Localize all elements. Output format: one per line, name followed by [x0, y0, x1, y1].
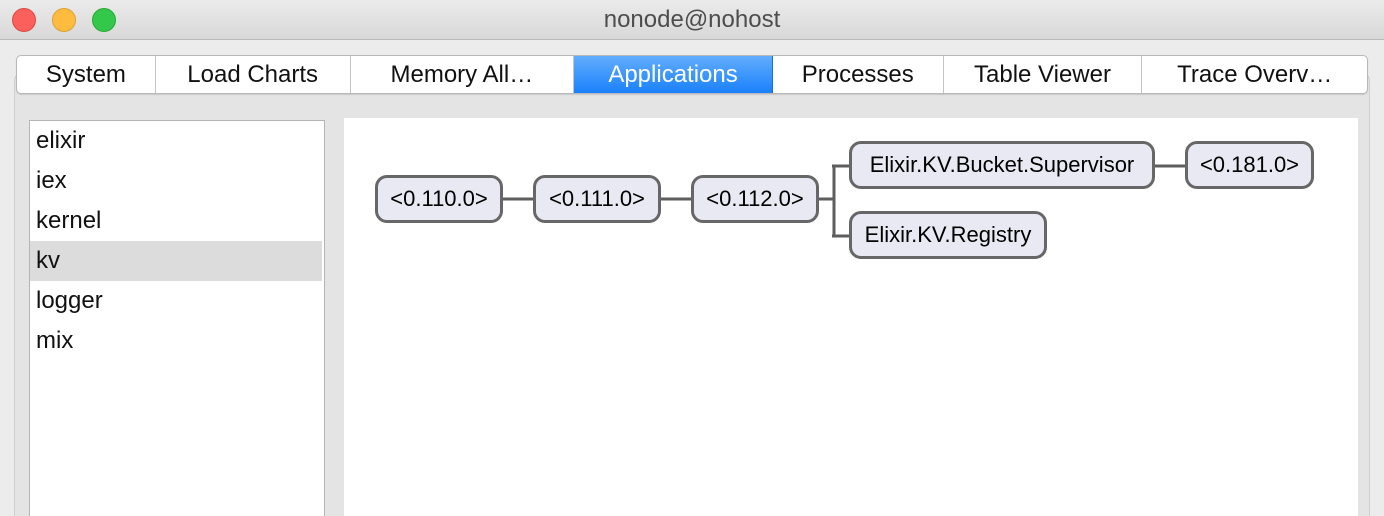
- tree-connectors: [502, 164, 1186, 238]
- process-node-0-112-0[interactable]: <0.112.0>: [691, 175, 819, 223]
- title-bar: nonode@nohost: [0, 0, 1384, 40]
- zoom-window-button[interactable]: [92, 8, 116, 32]
- minimize-window-button[interactable]: [52, 8, 76, 32]
- app-item-elixir[interactable]: elixir: [36, 127, 86, 154]
- tab-memory-allocators[interactable]: Memory All…: [351, 56, 575, 93]
- process-node-kv-registry[interactable]: Elixir.KV.Registry: [849, 211, 1047, 259]
- tab-load-charts[interactable]: Load Charts: [156, 56, 351, 93]
- tab-processes[interactable]: Processes: [773, 56, 944, 93]
- process-node-0-111-0[interactable]: <0.111.0>: [533, 175, 661, 223]
- supervision-tree-canvas: <0.110.0> <0.111.0> <0.112.0> Elixir.KV.…: [344, 118, 1358, 516]
- window-title: nonode@nohost: [603, 6, 781, 33]
- app-item-kv[interactable]: kv: [30, 241, 322, 281]
- app-item-logger[interactable]: logger: [36, 287, 103, 314]
- tab-table-viewer[interactable]: Table Viewer: [944, 56, 1143, 93]
- app-item-iex[interactable]: iex: [36, 167, 67, 194]
- app-item-mix[interactable]: mix: [36, 327, 74, 354]
- tab-system[interactable]: System: [17, 56, 156, 93]
- tab-applications[interactable]: Applications: [574, 56, 773, 93]
- process-node-0-110-0[interactable]: <0.110.0>: [375, 175, 503, 223]
- tab-trace-overview[interactable]: Trace Overv…: [1177, 60, 1333, 88]
- tab-bar: System Load Charts Memory All… Applicati…: [16, 55, 1368, 94]
- close-window-button[interactable]: [12, 8, 36, 32]
- process-node-bucket-supervisor[interactable]: Elixir.KV.Bucket.Supervisor: [849, 141, 1155, 189]
- application-list[interactable]: elixir iex kernel kv logger mix: [29, 120, 325, 516]
- process-node-0-181-0[interactable]: <0.181.0>: [1185, 141, 1314, 189]
- app-item-kernel[interactable]: kernel: [36, 207, 102, 234]
